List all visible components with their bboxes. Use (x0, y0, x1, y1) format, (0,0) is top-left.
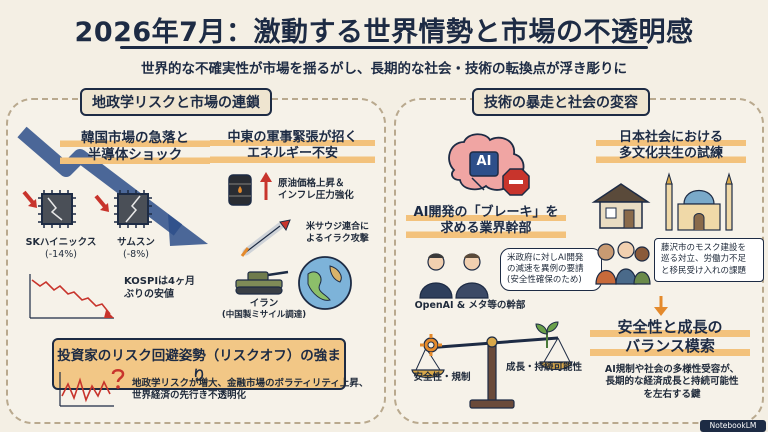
balance-heading: 安全性と成長の バランス模索 (590, 318, 750, 356)
mideast-heading: 中東の軍事緊張が招く エネルギー不安 (210, 130, 375, 163)
japan-heading-line1: 日本社会における (596, 130, 746, 147)
mideast-heading-line2: エネルギー不安 (210, 146, 375, 163)
japan-heading: 日本社会における 多文化共生の試練 (596, 130, 746, 163)
balance-text: AI規制や社会の多様性受容が、 長期的な経済成長と持続可能性 を左右する鍵 (604, 364, 740, 400)
technology-panel-title: 技術の暴走と社会の変容 (472, 88, 650, 116)
executives-icon (419, 253, 489, 299)
risk-off-text: 地政学リスクが増大、金融市場のボラティリティ上昇、 世界経済の先行き不透明化 (132, 378, 369, 402)
sk-hynix-label: SKハイニックス (-14%) (25, 237, 97, 261)
japanese-house-icon (591, 183, 651, 229)
ai-request-bubble: 米政府に対しAI開発 の減速を異例の要請 (安全性確保のため) (500, 248, 602, 292)
balance-heading-line1: 安全性と成長の (590, 318, 750, 337)
kospi-decline-chart (29, 274, 114, 319)
gear-icon (420, 334, 442, 356)
diverse-people-icon (595, 241, 651, 285)
balance-scale-icon (411, 336, 573, 409)
down-arrow-red-icon (22, 190, 37, 208)
tank-icon (235, 270, 289, 295)
stop-sign-icon (502, 168, 530, 196)
oil-inflation-note: 原油価格上昇＆ インフレ圧力強化 (278, 178, 354, 202)
safety-regulation-label: 安全性・規制 (413, 372, 471, 383)
sprout-icon (535, 321, 559, 348)
geopolitics-panel-title: 地政学リスクと市場の連鎖 (80, 88, 272, 116)
us-saudi-attack-note: 米サウジ連合に よるイラク攻撃 (306, 222, 370, 244)
ai-brake-heading: AI開発の「ブレーキ」を 求める業界幹部 (406, 205, 566, 238)
samsung-label: サムスン (-8%) (117, 237, 155, 261)
korea-heading: 韓国市場の急落と 半導体ショック (60, 130, 210, 164)
cracked-chip-icon (114, 190, 152, 228)
notebooklm-logo: NotebookLM (700, 420, 766, 432)
executives-label: OpenAI & メタ等の幹部 (414, 300, 526, 311)
mideast-heading-line1: 中東の軍事緊張が招く (210, 130, 375, 147)
kospi-note: KOSPIは4ヶ月ぶりの安値 (124, 276, 196, 300)
volatility-chart-icon (59, 372, 114, 407)
notebooklm-logo-text: NotebookLM (709, 421, 757, 430)
globe-icon (298, 256, 352, 310)
risk-off-banner: 投資家のリスク回避姿勢（リスクオフ）の強まり (52, 338, 346, 390)
fujisawa-mosque-note: 藤沢市のモスク建設を 巡る対立、労働力不足 と移民受け入れの課題 (654, 238, 764, 283)
mosque-icon (665, 172, 733, 231)
cracked-chip-icon (38, 190, 76, 228)
balance-heading-line2: バランス模索 (590, 336, 750, 356)
growth-sustainability-label: 成長・持続可能性 (505, 362, 582, 373)
question-mark-icon (111, 369, 125, 389)
title-underline (120, 46, 648, 49)
page-title: 2026年7月：激動する世界情勢と市場の不透明感 (74, 17, 694, 48)
down-arrow-icon (654, 296, 668, 316)
oil-barrel-icon (228, 174, 252, 206)
iran-label: イラン (中国製ミサイル調達) (221, 298, 307, 321)
ai-brake-heading-line2: 求める業界幹部 (406, 221, 566, 238)
down-arrow-red-icon (94, 194, 109, 212)
missile-icon (240, 219, 291, 257)
page-subtitle: 世界的な不確実性が市場を揺るがし、長期的な社会・技術の転換点が浮き彫りに (141, 61, 627, 77)
korea-heading-line1: 韓国市場の急落と (60, 130, 210, 147)
ai-brake-heading-line1: AI開発の「ブレーキ」を (406, 205, 566, 222)
price-up-arrow-icon (260, 172, 272, 200)
japan-heading-line2: 多文化共生の試練 (596, 146, 746, 163)
ai-chip-label: AI (476, 154, 492, 169)
korea-heading-line2: 半導体ショック (60, 146, 210, 164)
